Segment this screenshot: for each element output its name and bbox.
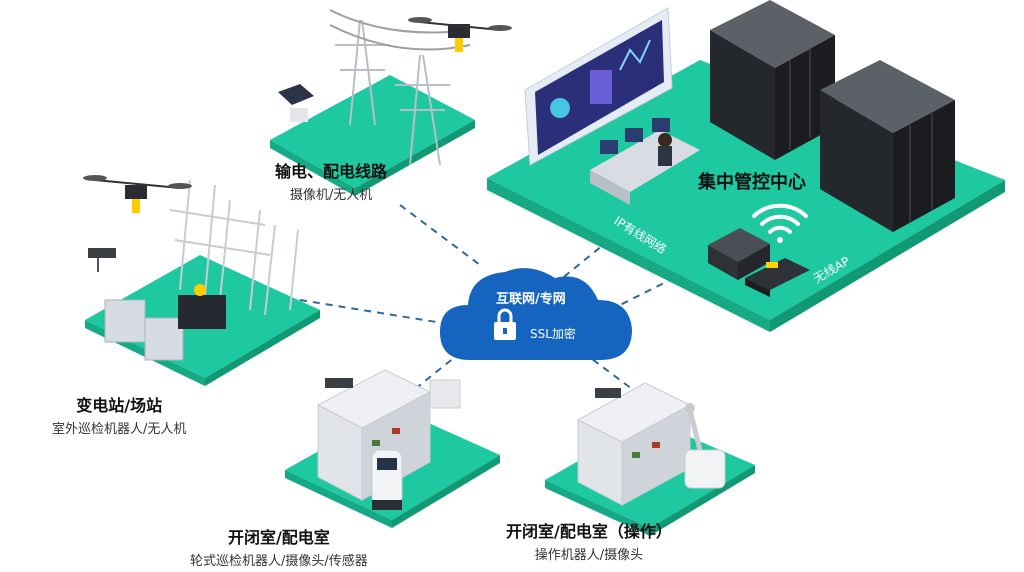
lock-icon [494, 308, 516, 340]
drone-icon [83, 175, 192, 213]
center-title: 集中管控中心 [698, 172, 806, 193]
substation-platform [83, 175, 320, 386]
center-platform [487, 0, 1005, 332]
inspection-robot [178, 284, 226, 329]
substation-node-label: 变电站/场站 室外巡检机器人/无人机 [52, 392, 186, 437]
link-substation-to-cloud [299, 299, 456, 326]
room-a-node-subtitle: 轮式巡检机器人/摄像头/传感器 [190, 554, 368, 569]
drone-icon [408, 17, 512, 52]
center-label: 集中管控中心 [698, 168, 806, 194]
cloud-subtitle: SSL加密 [530, 327, 576, 341]
server-rack-2 [820, 60, 955, 232]
wifi-icon [752, 203, 808, 243]
operator-desk [590, 118, 700, 205]
line-node-title: 输电、配电线路 [275, 162, 388, 181]
line-node-subtitle: 摄像机/无人机 [289, 188, 373, 203]
camera-icon [595, 388, 621, 398]
room-b-platform [545, 382, 755, 536]
room-a-platform [285, 369, 500, 528]
room-b-node-subtitle: 操作机器人/摄像头 [534, 548, 644, 563]
substation-node-title: 变电站/场站 [76, 396, 163, 415]
link-line-to-cloud [399, 204, 481, 266]
switchgear-cabinets [576, 382, 692, 506]
wireless-router [745, 258, 810, 297]
room-a-node-title: 开闭室/配电室 [227, 528, 330, 547]
substation-frames [169, 179, 299, 316]
room-b-node-label: 开闭室/配电室（操作） 操作机器人/摄像头 [506, 518, 672, 563]
solar-camera [278, 84, 314, 122]
camera-icon [325, 378, 461, 409]
line-node-label: 输电、配电线路 摄像机/无人机 [275, 158, 387, 203]
camera-icon [88, 248, 116, 272]
line-platform [270, 9, 512, 196]
wheeled-robot [371, 449, 403, 510]
monitor-wall [524, 7, 673, 166]
room-b-node-title: 开闭室/配电室（操作） [506, 522, 672, 541]
transformer [104, 299, 184, 361]
substation-node-subtitle: 室外巡检机器人/无人机 [52, 422, 187, 437]
cloud-shape [440, 268, 632, 360]
server-rack-1 [710, 0, 835, 160]
network-switch [708, 228, 770, 280]
cloud-title: 互联网/专网 [496, 292, 566, 307]
operating-robot [684, 403, 726, 489]
room-a-node-label: 开闭室/配电室 轮式巡检机器人/摄像头/传感器 [190, 524, 368, 569]
